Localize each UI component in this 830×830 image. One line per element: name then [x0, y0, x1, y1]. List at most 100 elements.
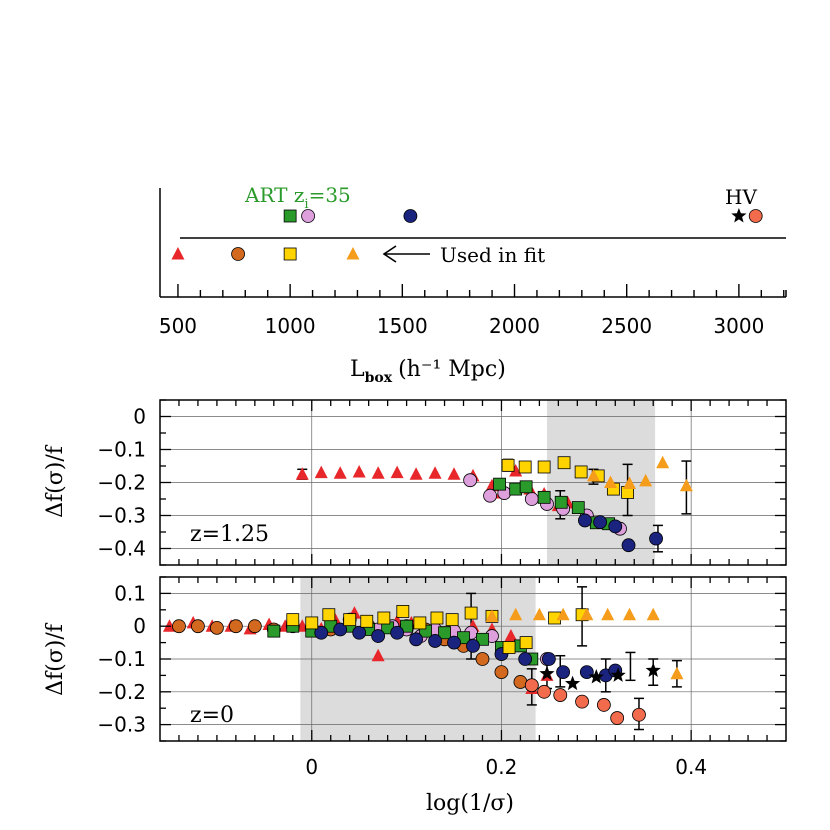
- data-point-orange_circle-circle: [210, 620, 224, 635]
- art-label: ART zi=35: [244, 183, 351, 212]
- data-point-orange_circle-circle: [247, 619, 262, 634]
- data-point-red-triangle: [314, 465, 328, 479]
- data-point-black-star: [588, 669, 604, 684]
- data-point-orange_tri-triangle: [679, 478, 693, 492]
- data-point-navy-circle: [371, 629, 386, 643]
- data-point-yellow-square: [360, 614, 374, 628]
- data-point-yellow-square: [445, 613, 459, 627]
- y-tick-label: 0: [133, 405, 146, 429]
- z125-label: z=1.25: [190, 522, 269, 547]
- data-point-red-triangle: [371, 648, 385, 662]
- used-in-fit-label: Used in fit: [440, 243, 545, 267]
- data-point-red-triangle: [390, 465, 404, 479]
- y-tick-label: −0.2: [97, 680, 146, 704]
- data-point-yellow-square: [305, 616, 319, 630]
- z0-marks: [162, 586, 684, 731]
- data-point-orange_tri-triangle: [656, 455, 670, 469]
- data-point-green-square: [537, 490, 551, 504]
- data-point-red-triangle: [428, 466, 442, 479]
- data-point-green-square: [554, 495, 568, 509]
- box-marker-salmon-circle: [748, 209, 763, 223]
- data-point-orange_tri-triangle: [623, 607, 636, 621]
- data-point-red-triangle: [504, 629, 518, 642]
- error-bar: [625, 651, 636, 682]
- x-tick-label: 0.4: [675, 755, 707, 779]
- data-point-salmon-circle: [553, 688, 568, 702]
- y-tick-label: −0.4: [97, 537, 146, 561]
- data-point-salmon-circle: [537, 684, 552, 699]
- z125-ticks: 0−0.1−0.2−0.3−0.4: [97, 399, 786, 566]
- data-point-yellow-square: [574, 465, 588, 479]
- box-marker-orange_circle-circle: [231, 247, 245, 261]
- data-point-orange_circle-circle: [475, 652, 490, 666]
- box-marker-orange_tri-triangle: [346, 247, 360, 260]
- data-point-green-square: [571, 501, 585, 514]
- data-point-orange_circle-circle: [228, 619, 243, 634]
- x-axis-title: log(1/σ): [426, 791, 514, 816]
- data-point-lilac-circle: [463, 473, 478, 488]
- data-point-navy-circle: [649, 531, 663, 546]
- box-marker-lilac-circle: [301, 209, 315, 223]
- y-tick-label: −0.3: [97, 713, 146, 737]
- data-point-orange_tri-triangle: [532, 607, 546, 621]
- data-point-navy-circle: [352, 625, 367, 640]
- box-tick-label: 1500: [377, 314, 428, 338]
- data-point-navy-circle: [333, 622, 348, 637]
- z0-y-axis-title: Δf(σ)/f: [43, 622, 68, 696]
- y-tick-label: −0.2: [97, 471, 146, 495]
- data-point-green-square: [519, 480, 533, 494]
- panel-z125: 0−0.1−0.2−0.3−0.4 z=1.25 Δf(σ)/f: [43, 399, 787, 566]
- box-panel-markers: [171, 208, 763, 261]
- data-point-orange_circle-circle: [172, 619, 186, 634]
- data-point-yellow-square: [413, 616, 427, 630]
- data-point-orange_circle-circle: [494, 665, 509, 680]
- data-point-yellow-square: [286, 613, 300, 627]
- box-tick-label: 500: [159, 314, 197, 338]
- data-point-navy-circle: [621, 538, 636, 553]
- box-marker-navy-circle: [403, 209, 418, 223]
- data-point-green-square: [400, 619, 414, 633]
- data-point-yellow-square: [537, 460, 551, 474]
- x-tick-label: 0.2: [486, 755, 518, 779]
- data-point-yellow-square: [557, 456, 571, 470]
- data-point-yellow-square: [396, 605, 410, 618]
- data-point-salmon-circle: [632, 707, 646, 722]
- data-point-green-square: [476, 632, 489, 646]
- data-point-yellow-square: [464, 606, 478, 620]
- data-point-orange_circle-circle: [191, 619, 205, 634]
- data-point-orange_tri-triangle: [639, 473, 653, 487]
- data-point-orange_tri-triangle: [601, 607, 615, 621]
- data-point-orange_tri-triangle: [586, 468, 600, 482]
- data-point-navy-circle: [608, 519, 623, 534]
- data-point-green-square: [493, 477, 506, 491]
- data-point-salmon-circle: [575, 694, 589, 709]
- data-point-salmon-circle: [610, 711, 625, 725]
- data-point-green-square: [267, 624, 281, 638]
- box-marker-yellow-square: [283, 247, 297, 261]
- z125-y-axis-title: Δf(σ)/f: [43, 444, 68, 518]
- y-tick-label: −0.1: [97, 438, 146, 462]
- data-point-navy-circle: [578, 513, 592, 528]
- data-point-salmon-circle: [596, 698, 611, 712]
- box-tick-label: 3000: [713, 314, 764, 338]
- data-point-navy-circle: [447, 635, 461, 650]
- data-point-red-triangle: [352, 464, 366, 478]
- data-point-black-star: [610, 667, 626, 682]
- data-point-orange_circle-circle: [513, 675, 528, 689]
- data-point-yellow-square: [519, 636, 533, 649]
- data-point-navy-circle: [593, 515, 607, 529]
- data-point-orange_tri-triangle: [556, 607, 570, 621]
- data-point-navy-circle: [428, 634, 442, 648]
- box-tick-label: 2000: [489, 314, 540, 338]
- data-point-yellow-square: [501, 458, 515, 472]
- data-point-yellow-square: [377, 611, 391, 625]
- data-point-orange_tri-triangle: [670, 666, 684, 680]
- y-tick-label: −0.1: [97, 647, 146, 671]
- box-marker-red-triangle: [171, 247, 185, 260]
- data-point-salmon-circle: [524, 678, 539, 693]
- x-tick-label: 0: [305, 755, 318, 779]
